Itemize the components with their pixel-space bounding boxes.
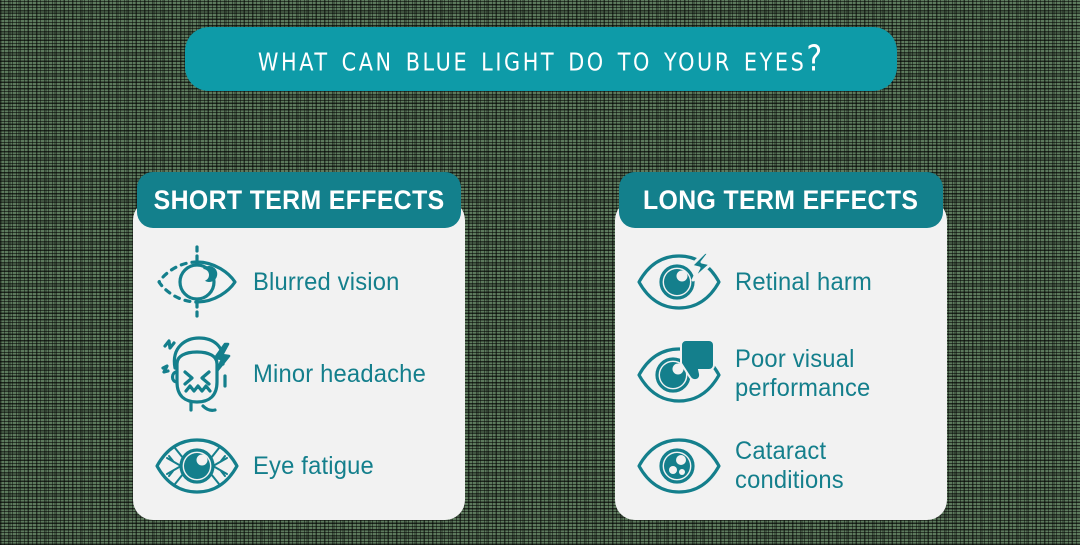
card-body-long-term: Retinal harm (615, 236, 947, 520)
bloodshot-eye-icon (151, 429, 243, 503)
card-header-short-term: SHORT TERM EFFECTS (137, 172, 461, 228)
list-item-label: Poor visual performance (735, 345, 871, 402)
list-item: Poor visual performance (615, 328, 947, 420)
card-header-label: LONG TERM EFFECTS (643, 184, 919, 215)
list-item-label: Cataract conditions (735, 437, 844, 494)
list-item: Retinal harm (615, 236, 947, 328)
list-item-label: Blurred vision (253, 267, 400, 296)
list-item: Cataract conditions (615, 420, 947, 512)
card-short-term-effects: SHORT TERM EFFECTS (133, 172, 465, 520)
list-item: Blurred vision (133, 236, 465, 328)
eye-thumbs-down-icon (633, 337, 725, 411)
list-item: Minor headache (133, 328, 465, 420)
list-item: Eye fatigue (133, 420, 465, 512)
page-title: What can Blue light do to your eyes? (257, 38, 825, 80)
list-item-label: Eye fatigue (253, 451, 374, 480)
list-item-label: Minor headache (253, 359, 426, 388)
eye-lightning-icon (633, 245, 725, 319)
card-long-term-effects: LONG TERM EFFECTS (615, 172, 947, 520)
card-header-label: SHORT TERM EFFECTS (153, 184, 445, 215)
list-item-label: Retinal harm (735, 267, 872, 296)
blurred-eye-icon (151, 245, 243, 319)
title-banner: What can Blue light do to your eyes? (185, 27, 897, 91)
card-header-long-term: LONG TERM EFFECTS (619, 172, 943, 228)
cataract-eye-icon (633, 429, 725, 503)
headache-face-icon (151, 336, 243, 412)
card-body-short-term: Blurred vision (133, 236, 465, 520)
